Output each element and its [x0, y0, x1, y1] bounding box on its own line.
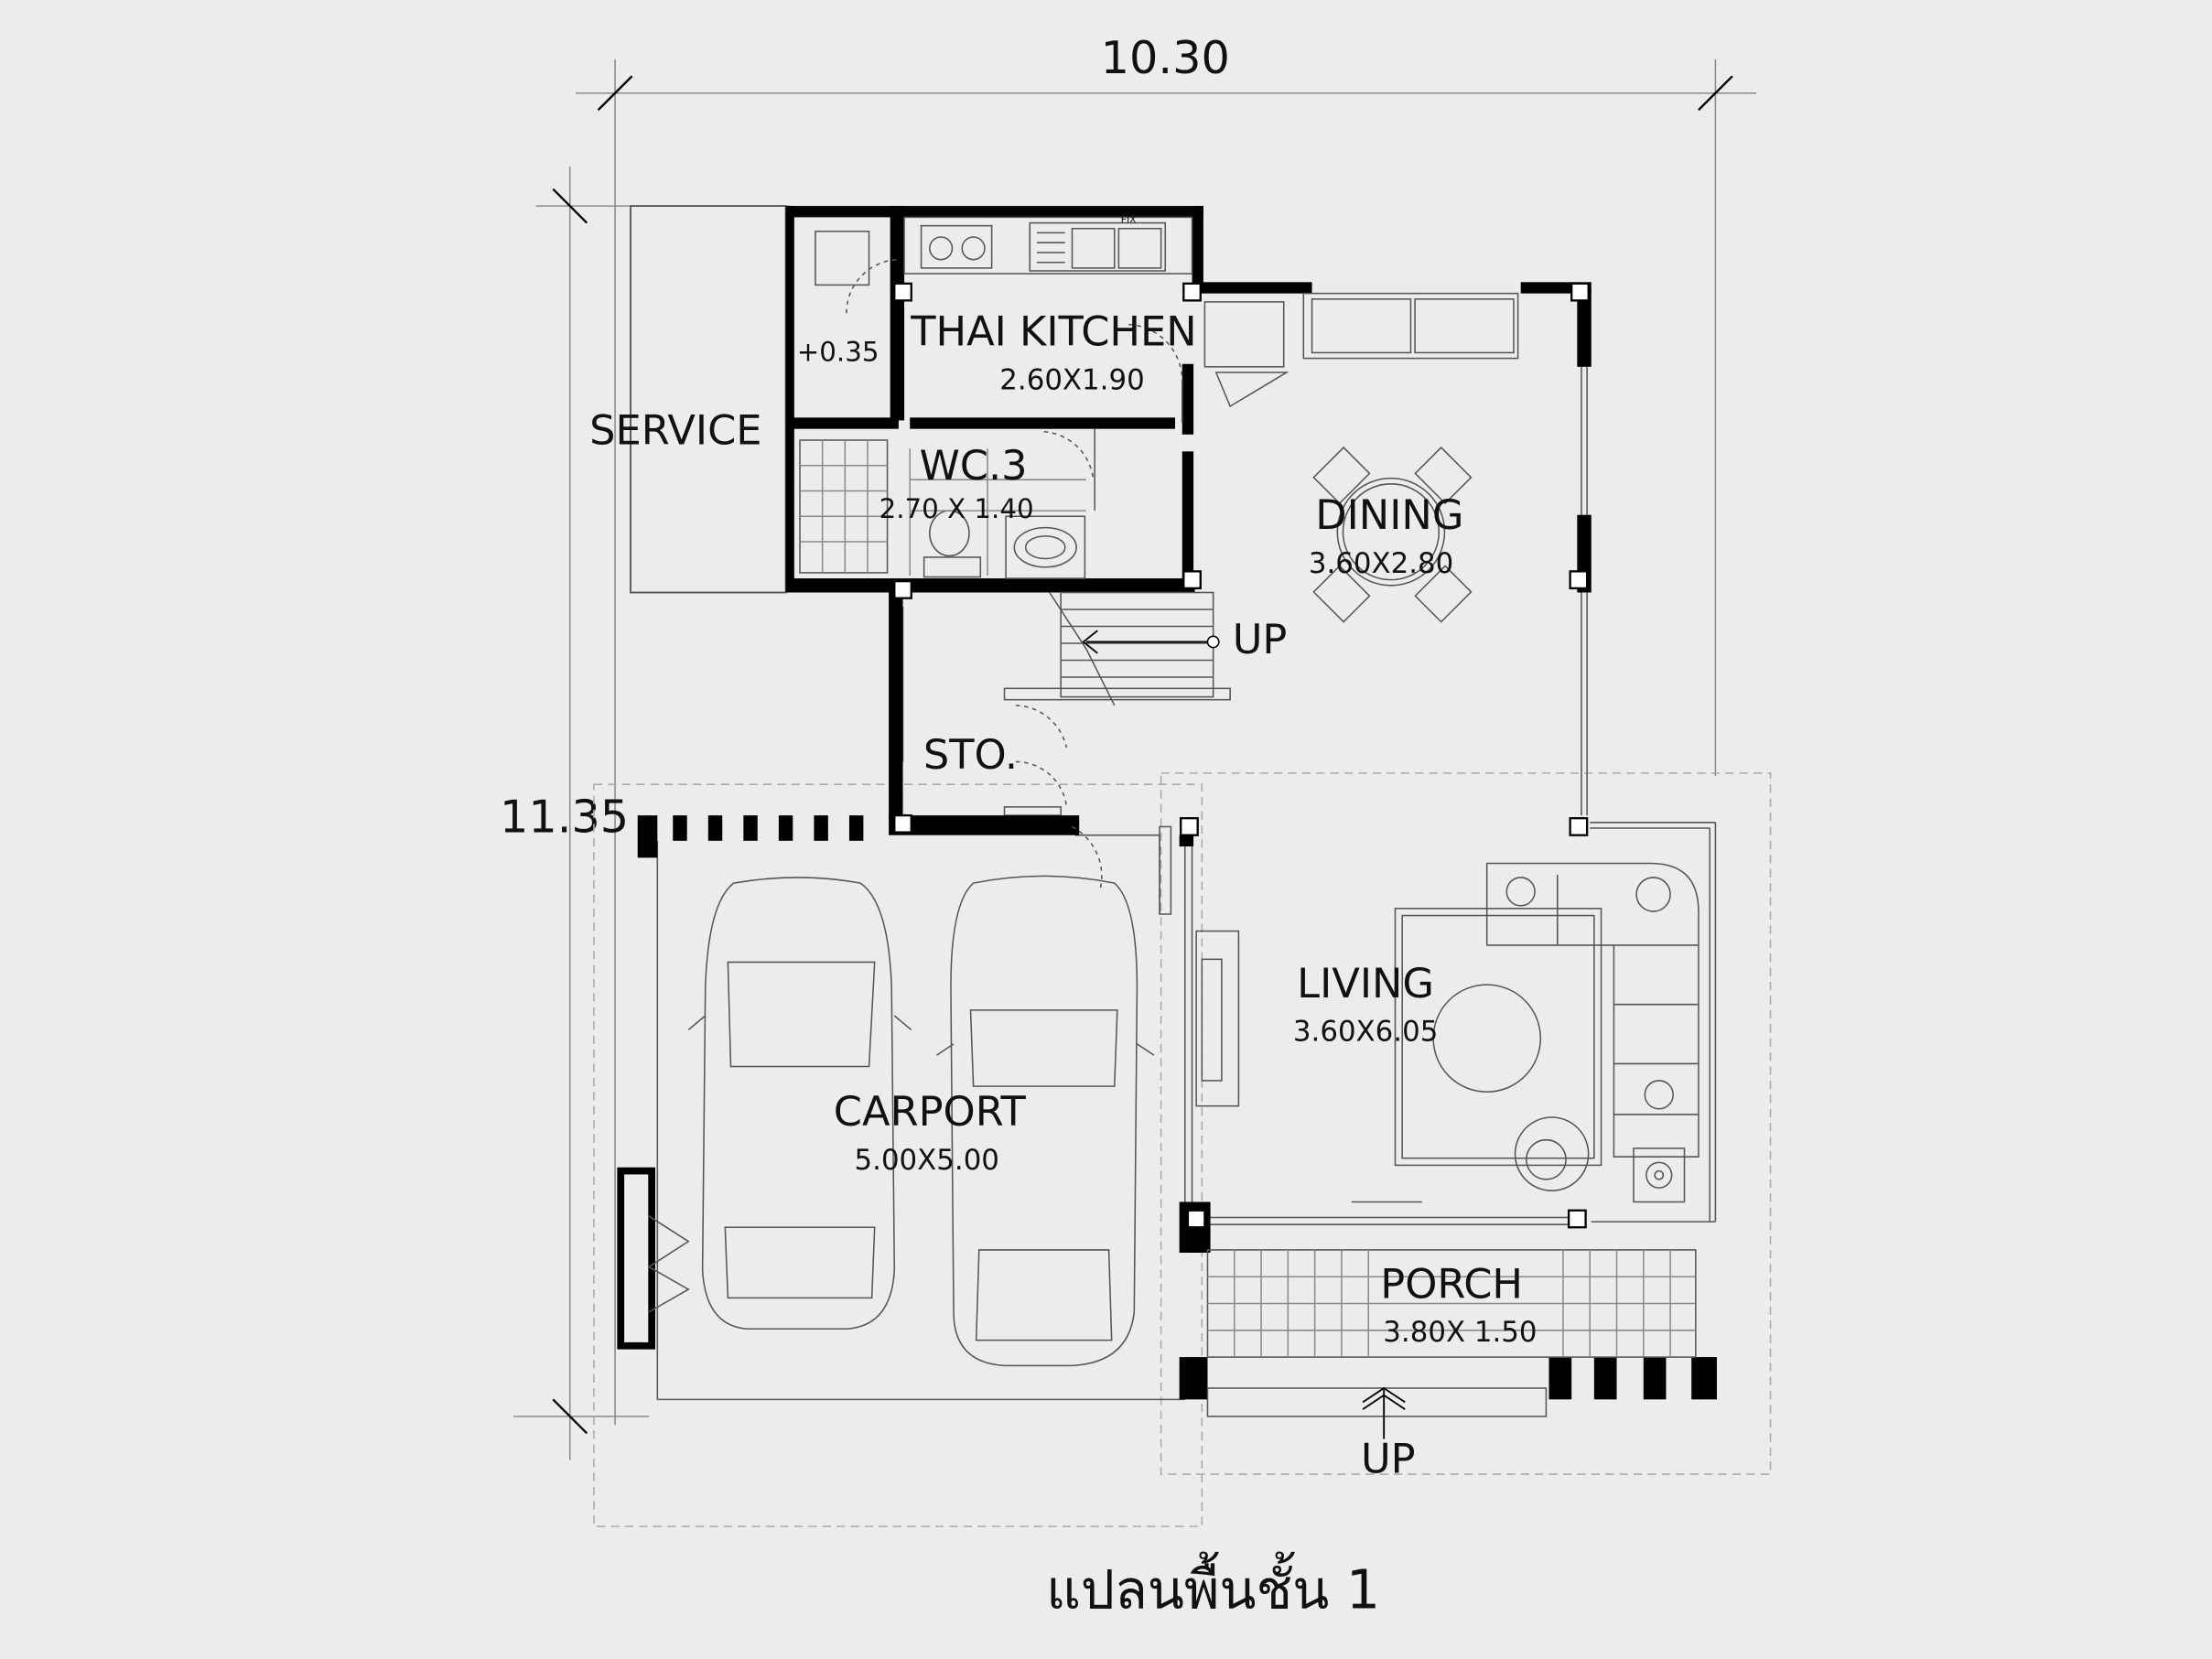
thai-kitchen-label: THAI KITCHEN [910, 308, 1196, 356]
dining-label: DINING [1315, 491, 1463, 539]
dimension-lines [513, 59, 1757, 1460]
car-left [687, 877, 912, 1330]
service-label: SERVICE [589, 407, 761, 455]
wc-label: WC.3 [920, 442, 1028, 490]
columns [893, 282, 1590, 1229]
stairs-up-label: UP [1233, 616, 1288, 663]
storage-label: STO. [923, 731, 1018, 779]
width-dimension: 10.30 [1101, 31, 1230, 84]
kitchen-fixtures [815, 216, 1193, 424]
wc-size: 2.70 X 1.40 [879, 493, 1034, 524]
gate-leaves [648, 1215, 690, 1313]
porch-tiles [1206, 1249, 1697, 1439]
interior-lines [656, 366, 1717, 1401]
level-mark: +0.35 [797, 337, 879, 368]
carport-size: 5.00X5.00 [855, 1144, 999, 1177]
porch-label: PORCH [1380, 1260, 1523, 1308]
porch-up-label: UP [1361, 1435, 1416, 1482]
fix-label: FIX [1121, 214, 1137, 226]
dining-furniture [1203, 292, 1519, 623]
service-area [630, 205, 787, 594]
living-label: LIVING [1297, 960, 1434, 1007]
wc-fixtures [799, 428, 1095, 579]
walls [617, 206, 1717, 1400]
porch-size: 3.80X 1.50 [1383, 1316, 1537, 1349]
dining-size: 3.60X2.80 [1309, 547, 1453, 580]
thai-kitchen-size: 2.60X1.90 [999, 363, 1144, 396]
car-right [936, 875, 1155, 1367]
depth-dimension: 11.35 [500, 791, 629, 844]
stairs [1003, 591, 1231, 889]
carport-label: CARPORT [834, 1088, 1027, 1136]
living-size: 3.60X6.05 [1293, 1016, 1438, 1049]
plan-title: แปลนพื้นชั้น 1 [1046, 1551, 1380, 1621]
living-furniture [1195, 862, 1699, 1203]
